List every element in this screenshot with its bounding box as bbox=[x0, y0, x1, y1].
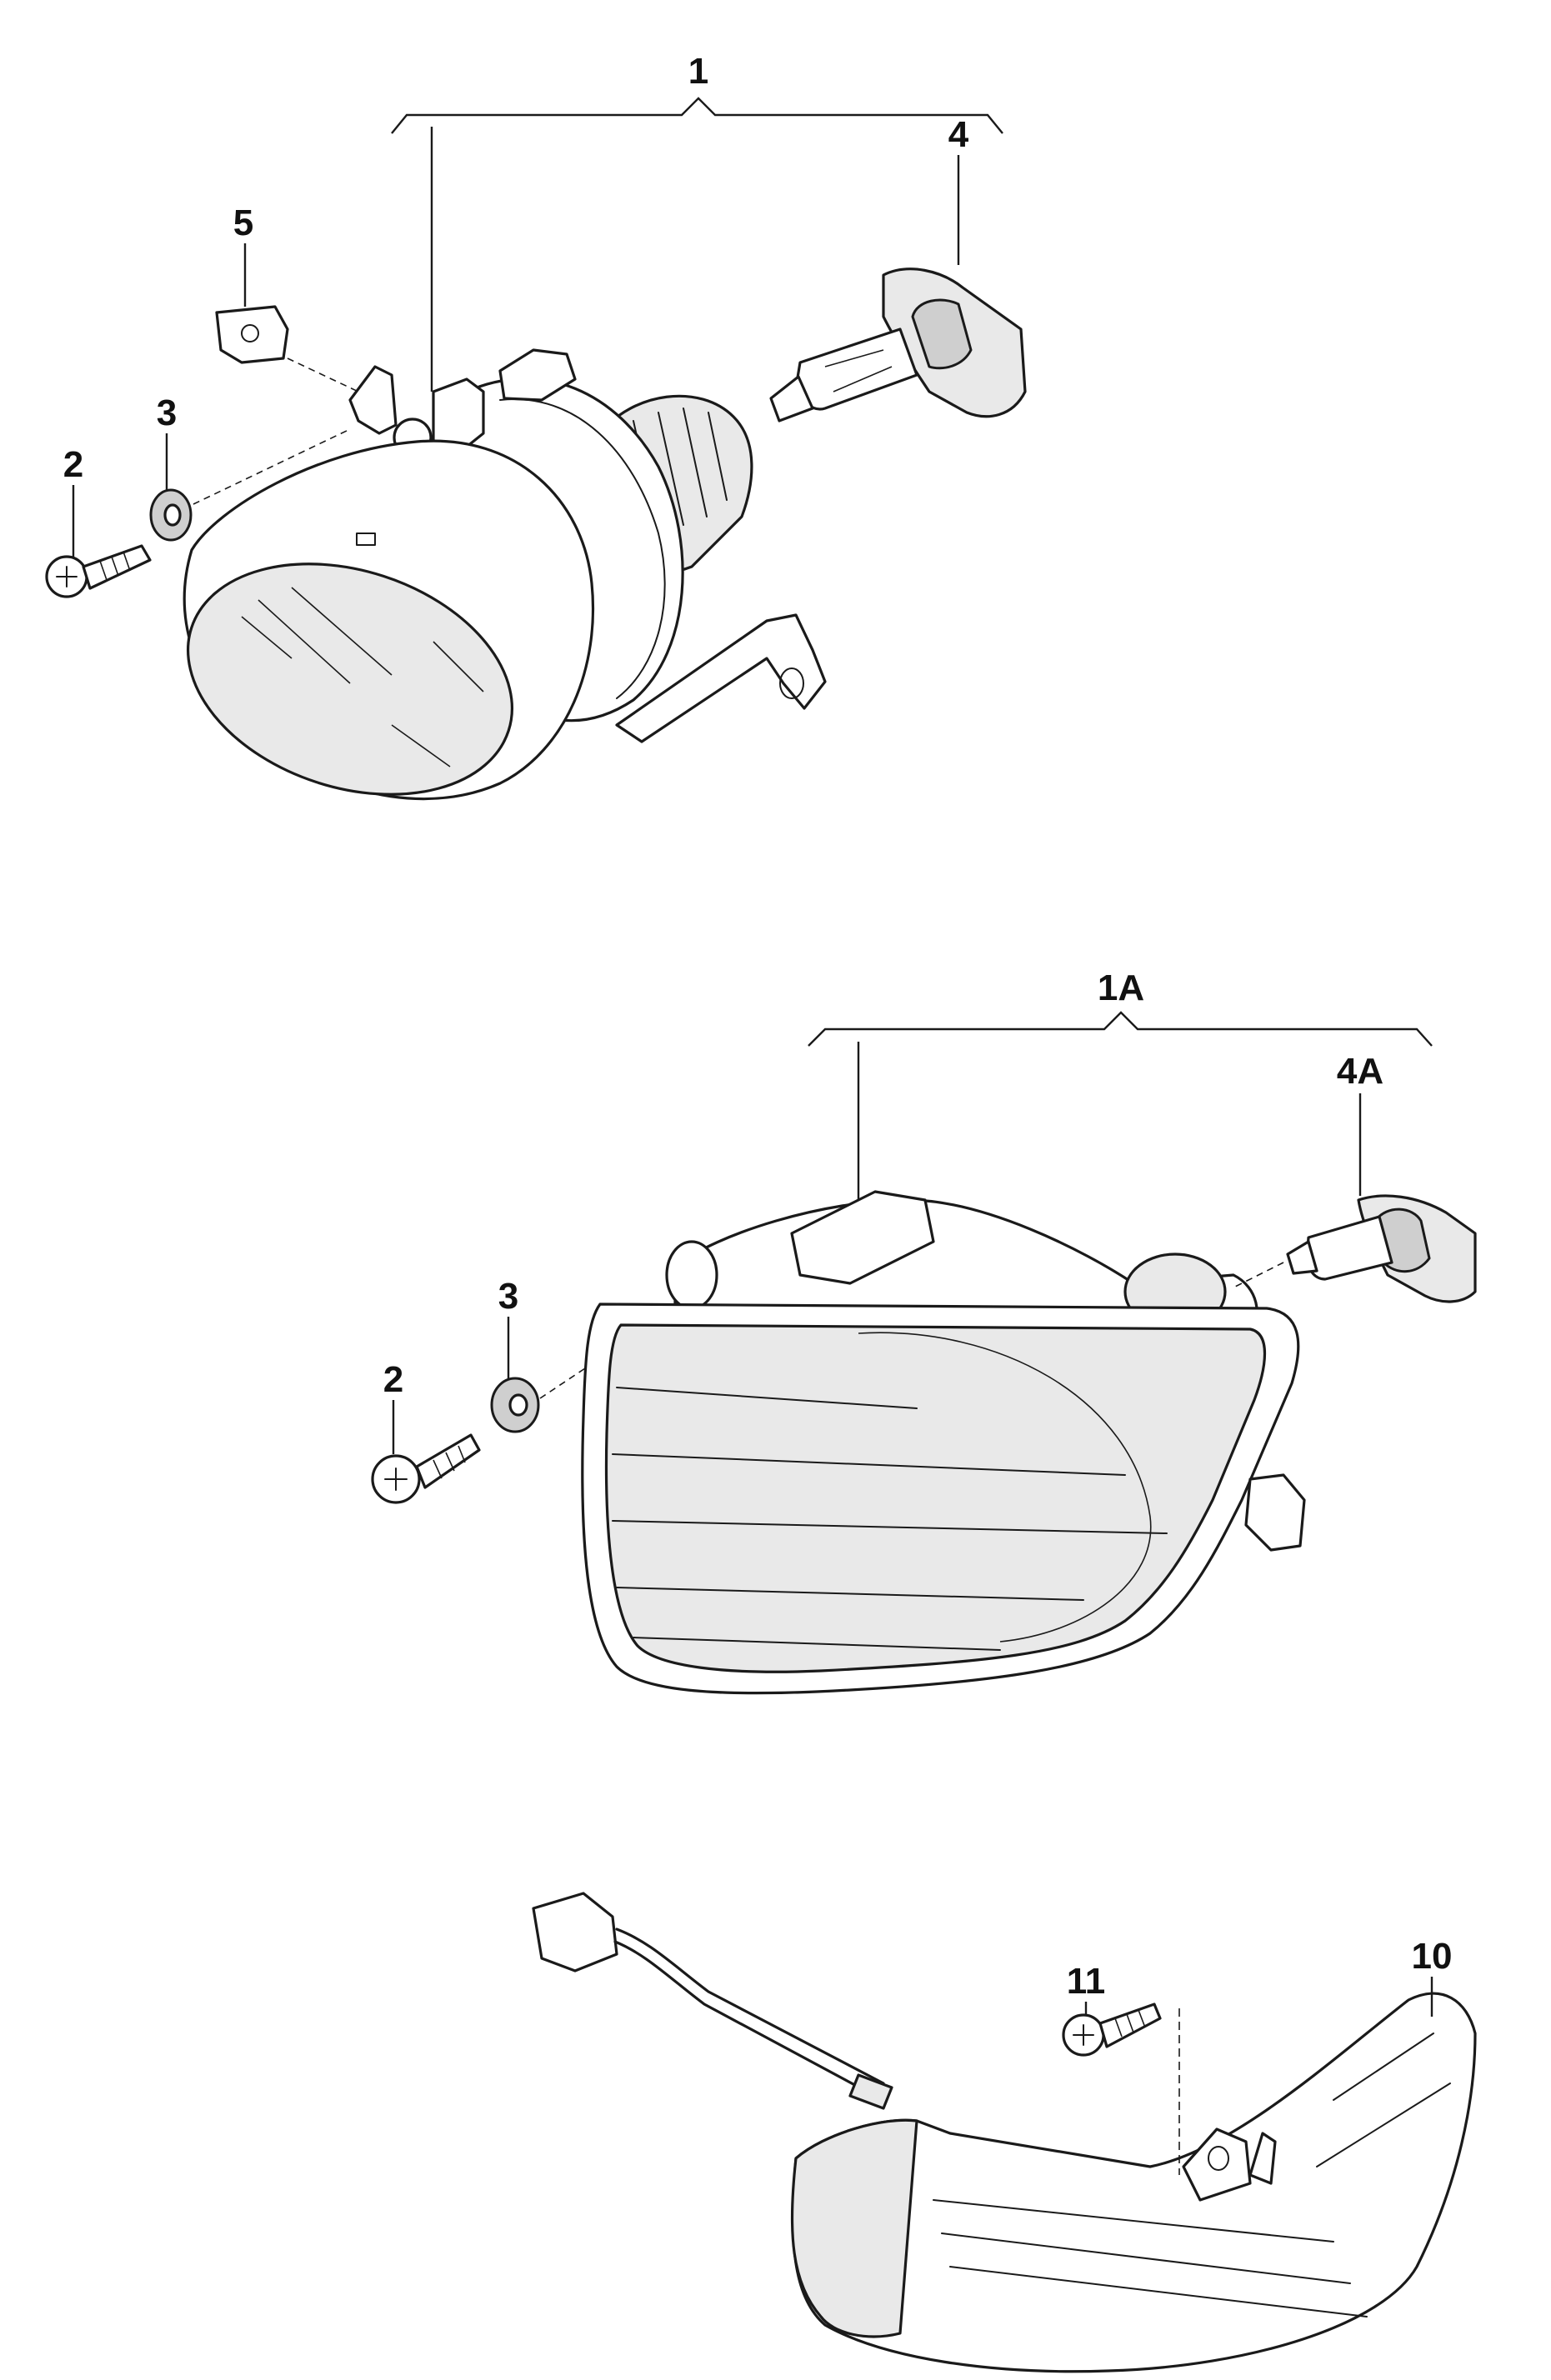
housing-knob-left bbox=[665, 1240, 718, 1310]
side-connector bbox=[1244, 1473, 1306, 1552]
wire-cable bbox=[615, 1928, 885, 2085]
reflector-outline bbox=[858, 1332, 1152, 1642]
callout-11: 11 bbox=[1067, 1961, 1106, 2002]
screw-11 bbox=[1062, 2002, 1162, 2057]
fog-lamp-assembly-top bbox=[45, 97, 1027, 801]
callout-2-top: 2 bbox=[63, 444, 83, 485]
bracket-1A bbox=[808, 1011, 1433, 1047]
callout-2-mid: 2 bbox=[383, 1359, 403, 1400]
bulb-tip-mid bbox=[1286, 1240, 1318, 1275]
clip-5-assembly-line bbox=[287, 358, 359, 392]
callout-1: 1 bbox=[688, 51, 708, 92]
lens-glare bbox=[241, 587, 484, 768]
wire-cable-inner bbox=[613, 1940, 877, 2098]
indicator-clip bbox=[1248, 2132, 1277, 2185]
bracket-1 bbox=[391, 97, 1003, 134]
callout-4: 4 bbox=[948, 114, 969, 155]
indicator-end-cap bbox=[790, 2118, 918, 2338]
callout-10: 10 bbox=[1412, 1936, 1453, 1977]
fog-lamp-lens bbox=[186, 562, 514, 796]
washer-3-top bbox=[149, 488, 193, 542]
fog-lamp-lens-mid bbox=[604, 1323, 1266, 1673]
fog-lamp-assembly-mid bbox=[371, 1011, 1477, 1695]
screw-2-top bbox=[45, 544, 152, 598]
bulb-glass bbox=[794, 328, 918, 411]
left-clip-tab bbox=[348, 365, 398, 435]
side-indicator-assembly bbox=[532, 1892, 1477, 2373]
bulb-h11-top bbox=[769, 268, 1027, 422]
indicator-mount-post bbox=[1182, 2128, 1252, 2202]
washer-3-mid bbox=[490, 1377, 540, 1433]
wire-sleeve bbox=[848, 2073, 893, 2110]
screw-2-mid bbox=[371, 1433, 481, 1504]
washer-assembly-line bbox=[193, 428, 351, 505]
housing-top-tab bbox=[790, 1190, 935, 1285]
bulb-filament bbox=[824, 349, 893, 392]
bulb-assembly-line bbox=[1233, 1262, 1284, 1288]
lens-flutes bbox=[612, 1387, 1168, 1651]
top-mount-tab bbox=[432, 378, 485, 452]
rear-mount-bracket bbox=[615, 613, 827, 743]
side-tab bbox=[498, 348, 577, 402]
collar-inner bbox=[499, 398, 666, 699]
callout-5: 5 bbox=[233, 202, 253, 243]
bulb-h11-mid bbox=[1286, 1194, 1477, 1303]
washer-mid-assembly-line bbox=[539, 1366, 588, 1399]
callout-3-mid: 3 bbox=[498, 1276, 518, 1317]
indicator-lens-ribs bbox=[933, 2032, 1451, 2318]
speed-nut-clip-5 bbox=[215, 305, 289, 364]
lens-marker bbox=[356, 532, 376, 546]
bulb-flange bbox=[911, 298, 973, 370]
callout-3-top: 3 bbox=[157, 392, 177, 433]
wire-connector bbox=[532, 1892, 618, 1972]
bulb-glass-mid bbox=[1305, 1215, 1393, 1281]
bulb-tip bbox=[769, 375, 814, 422]
callout-1A: 1A bbox=[1098, 968, 1144, 1008]
callout-4A: 4A bbox=[1337, 1051, 1383, 1092]
bracket-hole bbox=[779, 668, 804, 699]
mount-post-hole bbox=[1208, 2146, 1229, 2171]
